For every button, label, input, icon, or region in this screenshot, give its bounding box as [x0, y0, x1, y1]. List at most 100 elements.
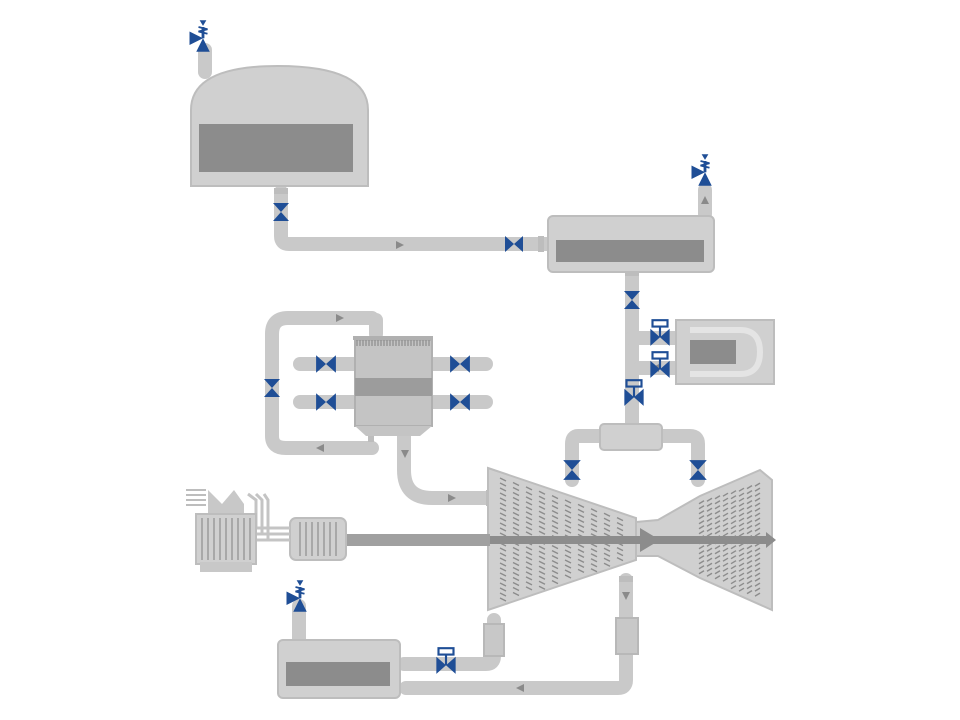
turbine-blade [754, 552, 761, 557]
safety-valve-icon[interactable] [284, 578, 309, 614]
deaerator[interactable] [547, 215, 715, 273]
turbine-blade [564, 544, 572, 549]
return-filter[interactable] [615, 617, 639, 655]
turbine-blade [746, 555, 753, 560]
turbine-blade [512, 496, 520, 502]
turbine-blade [538, 515, 546, 520]
pipe-condensate-to-turbine [397, 613, 501, 671]
turbine-blade [512, 566, 520, 572]
turbine-blade [551, 564, 559, 570]
turbine-blade [754, 532, 761, 537]
drum-level-window [199, 124, 353, 172]
turbine-blade [714, 515, 721, 520]
turbine-blade [738, 527, 745, 532]
transformer[interactable] [186, 489, 290, 572]
safety-valve-icon[interactable] [187, 18, 212, 54]
turbine-blade [564, 559, 572, 564]
turbine-blade [706, 552, 713, 557]
turbine-blade [590, 563, 598, 568]
turbine-blade [738, 567, 745, 572]
high-pressure-drum[interactable] [190, 64, 369, 187]
turbine-blade [698, 525, 705, 530]
generator[interactable] [289, 517, 347, 561]
turbine-blade [746, 585, 753, 590]
feed-pump[interactable] [483, 623, 505, 657]
turbine-blade [730, 515, 737, 520]
turbine-blade [512, 591, 520, 597]
turbine-blade [525, 486, 533, 491]
reheater[interactable] [353, 336, 433, 436]
turbine-blade [551, 509, 559, 515]
turbine-blade [730, 585, 737, 590]
transformer-fins [201, 518, 251, 560]
turbine-blade [746, 515, 753, 520]
turbine-blade [706, 532, 713, 537]
turbine-blade [722, 567, 729, 572]
turbine-blade [499, 497, 507, 502]
turbine-blade [512, 511, 520, 517]
turbine-blade [746, 490, 753, 495]
turbine-blade [698, 530, 705, 535]
condensate-tank[interactable] [277, 639, 401, 699]
turbine-blade [499, 517, 507, 522]
turbine-blade [499, 532, 507, 537]
turbine-blade [525, 511, 533, 516]
turbine-shaft [486, 536, 766, 544]
turbine-blade [730, 560, 737, 565]
turbine-blade [499, 482, 507, 487]
turbine-blade [512, 491, 520, 497]
turbine-blade [738, 557, 745, 562]
turbine-blade [738, 572, 745, 577]
turbine-blade [698, 515, 705, 520]
steam-turbine[interactable] [486, 466, 776, 612]
turbine-blade [499, 527, 507, 532]
turbine-blade [499, 522, 507, 527]
turbine-blade [538, 510, 546, 515]
turbine-blade [738, 522, 745, 527]
turbine-blade [525, 556, 533, 561]
turbine-blade [698, 565, 705, 570]
turbine-blade [551, 569, 559, 575]
turbine-blade [525, 506, 533, 511]
turbine-blade [551, 554, 559, 560]
pipe-reheater-to-turbine [397, 425, 497, 505]
turbine-blade [525, 566, 533, 571]
turbine-blade [714, 565, 721, 570]
turbine-blade [512, 526, 520, 532]
turbine-blade [499, 597, 507, 602]
turbine-blade [754, 582, 761, 587]
turbine-blade [730, 555, 737, 560]
preheater[interactable] [675, 319, 775, 385]
turbine-blade [738, 562, 745, 567]
turbine-blade [577, 503, 585, 509]
turbine-blade [499, 557, 507, 562]
turbine-blade [698, 520, 705, 525]
turbine-blade [551, 529, 559, 535]
safety-valve-icon[interactable] [689, 152, 714, 188]
turbine-blade [525, 496, 533, 501]
turbine-blade [754, 577, 761, 582]
turbine-blade [706, 517, 713, 522]
steam-manifold[interactable] [599, 423, 663, 451]
turbine-blade [512, 506, 520, 512]
turbine-blade [714, 505, 721, 510]
turbine-blade [512, 546, 520, 552]
turbine-blade [551, 499, 559, 505]
turbine-blade [722, 492, 729, 497]
turbine-blade [525, 581, 533, 586]
turbine-blade [706, 502, 713, 507]
turbine-blade [564, 569, 572, 574]
turbine-blade [538, 525, 546, 530]
turbine-blade [525, 491, 533, 496]
turbine-blade [499, 547, 507, 552]
turbine-blade [512, 551, 520, 557]
turbine-blade [499, 562, 507, 567]
turbine-blade [551, 574, 559, 580]
turbine-blade [551, 549, 559, 555]
turbine-blade [754, 502, 761, 507]
turbine-blade [616, 551, 624, 557]
turbine-blade [512, 571, 520, 577]
turbine-blade [738, 497, 745, 502]
turbine-blade [499, 492, 507, 497]
